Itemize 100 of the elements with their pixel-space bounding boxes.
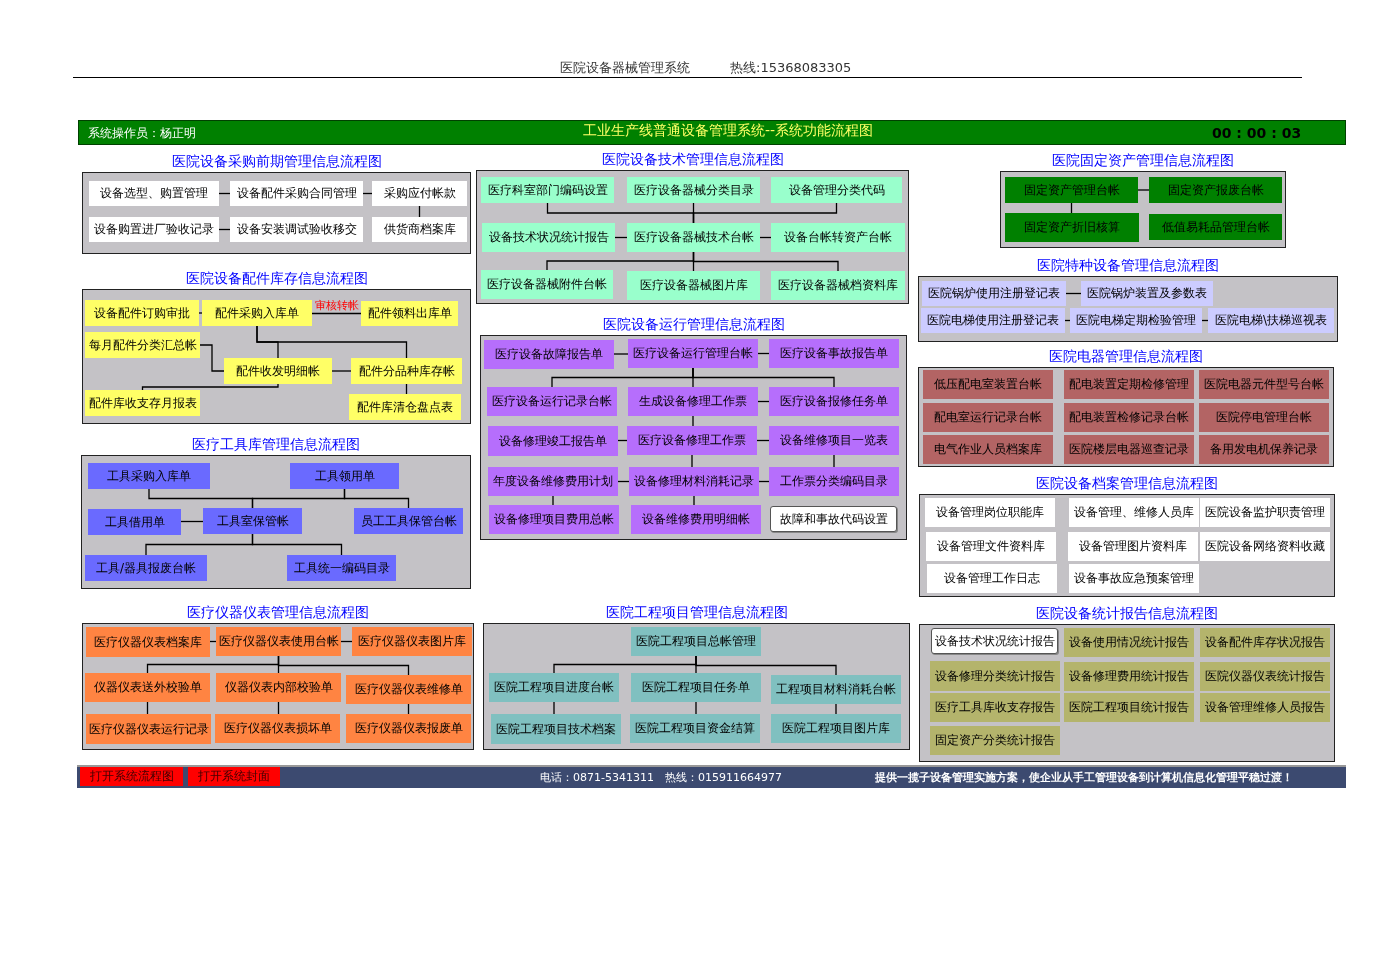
connector-line (617, 439, 628, 442)
connector-line (198, 312, 203, 314)
function-box: 医院工程项目图片库 (771, 714, 901, 743)
function-box: 配件采购入库单 (202, 300, 312, 326)
function-box: 设备管理分类代码 (771, 177, 902, 203)
function-box: 医疗仪器仪表运行记录 (86, 714, 211, 744)
function-box: 医疗设备修理工作票 (627, 426, 757, 455)
connector-line (835, 703, 837, 715)
function-box: 配件收发明细帐 (224, 358, 332, 384)
connector-line (331, 370, 352, 372)
open-button: 打开系统封面 (188, 767, 280, 786)
function-box: 设备使用情况统计报告 (1064, 628, 1194, 657)
connector-line (141, 383, 279, 391)
operator-name: 系统操作员：杨正明 (88, 125, 196, 142)
phone-text: 电话：0871-5341311 (540, 770, 654, 785)
function-box: 配件库清仓盘点表 (349, 394, 461, 420)
function-box: 备用发电机保养记录 (1199, 435, 1329, 464)
function-box: 固定资产折旧核算 (1005, 213, 1139, 242)
connector-line (362, 192, 373, 195)
connector-line (343, 488, 410, 509)
page-title: 工业生产线普通设备管理系统--系统功能流程图 (582, 122, 874, 140)
connector-line (758, 480, 770, 483)
function-box: 设备修理分类统计报告 (930, 661, 1060, 691)
connector-line (407, 703, 410, 715)
connector-line (1137, 189, 1150, 191)
panel-heading: 医院特种设备管理信息流程图 (1037, 257, 1219, 274)
function-box: 设备配件采购合同管理 (230, 181, 363, 206)
connector-line (553, 701, 555, 715)
function-box: 医院工程项目资金结算 (630, 714, 760, 743)
function-box: 设备维修费用明细帐 (631, 505, 761, 534)
function-box: 医疗科室部门编码设置 (481, 177, 614, 203)
panel-heading: 医院设备技术管理信息流程图 (601, 151, 784, 168)
function-box: 设备购置进厂验收记录 (89, 217, 219, 242)
connector-line (695, 655, 837, 676)
function-box: 医疗仪器仪表损坏单 (215, 714, 340, 743)
connector-line (251, 533, 343, 556)
function-box: 设备维修项目一览表 (769, 426, 899, 455)
function-box: 工具统一编码目录 (287, 555, 396, 581)
function-box: 设备管理维修人员报告 (1200, 693, 1330, 722)
function-box: 配件库收支存月报表 (85, 390, 200, 416)
function-box: 设备管理、维修人员库 (1069, 498, 1199, 527)
function-box: 设备选型、购置管理 (89, 181, 219, 206)
slogan-text: 提供一揽子设备管理实施方案，使企业从手工管理设备到计算机信息化管理平稳过渡！ (875, 770, 1293, 785)
function-box: 每月配件分类汇总帐 (85, 332, 200, 358)
connector-line (759, 236, 772, 239)
connector-line (691, 454, 693, 468)
function-box: 配电装置检修记录台帐 (1064, 403, 1194, 432)
function-box: 医院工程项目进度台帐 (489, 673, 619, 702)
connector-line (617, 480, 630, 483)
connector-line (692, 367, 835, 388)
panel-heading: 医院设备运行管理信息流程图 (602, 316, 785, 333)
function-box: 设备事故应急预案管理 (1069, 564, 1199, 593)
connector-line (692, 251, 839, 272)
connector-line (218, 192, 231, 195)
function-button: 故障和事故代码设置 (770, 506, 897, 532)
function-box: 低压配电室装置台帐 (923, 370, 1053, 399)
function-box: 员工工具保管台帐 (354, 508, 463, 534)
function-box: 医院仪器仪表统计报告 (1200, 662, 1330, 691)
timer-display: 00 : 00 : 03 (1212, 125, 1302, 141)
function-button: 设备技术状况统计报告 (931, 628, 1058, 654)
function-box: 配电装置定期检修管理 (1064, 370, 1194, 399)
function-box: 设备管理图片资料库 (1068, 532, 1198, 561)
connector-line (180, 520, 204, 523)
function-box: 医院锅炉装置及参数表 (1081, 281, 1213, 306)
function-box: 医疗仪器仪表使用台帐 (216, 627, 341, 656)
function-box: 设备管理工作日志 (927, 564, 1057, 593)
connector-line (218, 228, 231, 231)
function-box: 设备配件库存状况报告 (1200, 628, 1330, 657)
connector-line (340, 640, 353, 643)
function-box: 电气作业人员档案库 (923, 435, 1053, 464)
connector-line (614, 236, 628, 239)
function-box: 设备配件订购审批 (85, 300, 199, 326)
panel-heading: 医疗仪器仪表管理信息流程图 (187, 604, 369, 621)
connector-line (757, 400, 770, 403)
connector-line (256, 325, 408, 359)
function-box: 医院停电管理台帐 (1199, 403, 1329, 432)
function-box: 设备修理竣工报告单 (488, 426, 618, 456)
panel-heading: 医院工程项目管理信息流程图 (605, 604, 788, 621)
header-text: 医院设备器械管理系统 (560, 59, 690, 77)
function-box: 医疗设备报修任务单 (769, 387, 899, 416)
hotline-text: 热线：015911664977 (665, 770, 782, 785)
function-box: 工具/器具报废台帐 (85, 555, 207, 581)
function-box: 工具领用单 (290, 463, 399, 489)
function-box: 医疗设备运行管理台帐 (628, 339, 758, 368)
connector-line (1064, 319, 1071, 322)
function-box: 医院工程项目技术档案 (491, 714, 621, 744)
function-box: 医院工程项目任务单 (631, 673, 761, 702)
function-box: 年度设备维修费用计划 (488, 467, 618, 496)
function-box: 医疗仪器仪表图片库 (352, 627, 472, 656)
panel-heading: 医院设备统计报告信息流程图 (1036, 605, 1218, 622)
hotline-text: 热线:15368083305 (730, 59, 852, 77)
function-box: 医院电梯定期检验管理 (1070, 308, 1202, 333)
function-box: 工具采购入库单 (88, 463, 210, 489)
function-box: 工具室保管帐 (203, 508, 302, 534)
connector-line (692, 415, 694, 427)
function-box: 设备安装调试验收移交 (230, 217, 363, 242)
function-box: 医院工程项目总帐管理 (631, 627, 761, 656)
connector-line (146, 701, 149, 715)
function-box: 设备管理文件资料库 (926, 532, 1056, 561)
connector-line (833, 454, 835, 468)
